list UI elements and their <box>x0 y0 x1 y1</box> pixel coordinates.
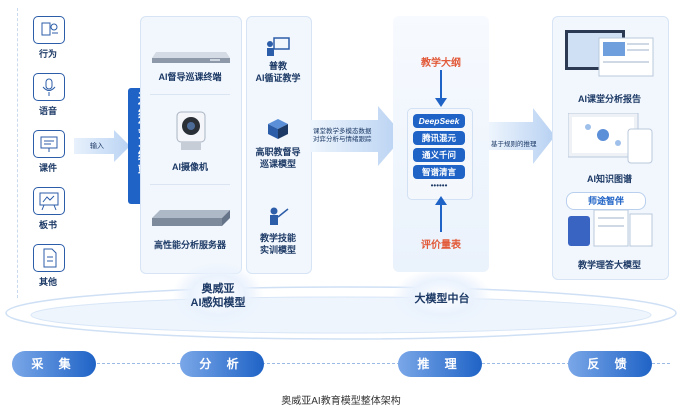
presenter-icon <box>270 207 289 225</box>
source-label: 板书 <box>38 220 57 230</box>
server-icon <box>152 210 230 226</box>
qa-badge-text: 师途智伴 <box>587 196 624 206</box>
models-panel <box>246 16 312 274</box>
divider <box>150 94 230 95</box>
device-label: AI摄像机 <box>171 162 208 172</box>
source-label: 行为 <box>38 49 57 59</box>
device-label: 高性能分析服务器 <box>153 240 226 250</box>
reasoning-label: 基于规则的推理 <box>491 141 537 148</box>
blackboard-icon <box>33 187 65 215</box>
llm-platform-label: 大模型中台 <box>414 293 470 305</box>
perception-model-label: 奥威亚 AI感知模型 <box>190 283 246 309</box>
stage-analyze: 分 析 <box>180 351 264 377</box>
courseware-icon <box>33 130 65 158</box>
llm-chip-hunyuan: 腾讯混元 <box>413 131 465 145</box>
reasoning-arrow <box>489 108 555 164</box>
input-label: 输入 <box>90 143 104 150</box>
source-label: 语音 <box>38 106 57 116</box>
stage-reason: 推 理 <box>398 351 482 377</box>
output-label: 教学理答大模型 <box>577 260 641 270</box>
terminal-device-icon <box>152 52 230 63</box>
transfer-label: 课堂教学多模态数据 对弈分析与情绪跟踪 <box>313 128 372 143</box>
report-screens-icon <box>565 30 654 77</box>
stage-line <box>12 363 670 364</box>
source-label: 课件 <box>38 163 57 173</box>
up-arrow <box>435 196 447 232</box>
knowledge-graph-icon <box>568 113 653 164</box>
document-icon <box>33 244 65 272</box>
teacher-board-icon <box>267 37 290 56</box>
down-arrow <box>435 70 447 107</box>
figure-caption: 奥威亚AI教育模型整体架构 <box>281 396 401 407</box>
divider <box>150 184 230 185</box>
microphone-icon <box>33 73 65 101</box>
camera-icon <box>176 111 206 150</box>
platform-glow <box>392 268 492 326</box>
model-label: 高职教督导 巡课模型 <box>255 147 301 169</box>
behavior-icon <box>33 16 65 44</box>
device-label: AI督导巡课终端 <box>158 72 222 82</box>
stage-feedback: 反 馈 <box>568 351 652 377</box>
output-label: AI知识图谱 <box>586 174 632 184</box>
analysis-arrow <box>310 106 404 166</box>
input-arrow <box>74 130 130 162</box>
llm-more: •••••• <box>430 181 448 190</box>
model-label: 教学技能 实训模型 <box>259 233 296 255</box>
qa-screens-icon <box>568 210 653 247</box>
cube-icon <box>268 119 288 139</box>
perception-glow <box>172 262 264 328</box>
llm-chip-deepseek: DeepSeek <box>413 114 465 128</box>
syllabus-label: 教学大纲 <box>421 58 461 69</box>
model-label: 普教 AI循证教学 <box>255 61 301 83</box>
llm-chip-qianwen: 通义千问 <box>413 148 465 162</box>
output-label: AI课堂分析报告 <box>577 94 641 104</box>
qa-badge: 师途智伴 <box>566 192 646 210</box>
rubric-label: 评价量表 <box>421 240 461 251</box>
source-column <box>17 8 76 298</box>
platform-ellipse <box>5 286 677 340</box>
source-label: 其他 <box>38 277 57 287</box>
llm-chip-qingyan: 智谱清言 <box>413 165 465 179</box>
stage-collect: 采 集 <box>12 351 96 377</box>
